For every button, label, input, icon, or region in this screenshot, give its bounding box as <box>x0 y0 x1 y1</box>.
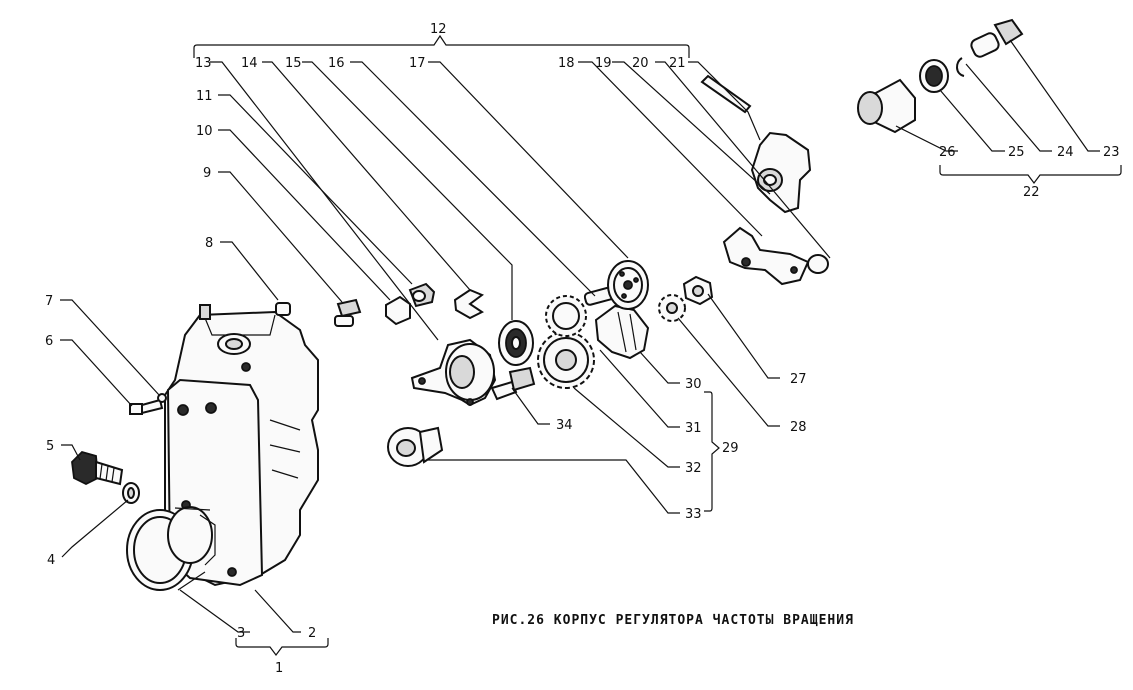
label-11: 11 <box>196 89 213 104</box>
label-5: 5 <box>46 439 54 454</box>
label-27: 27 <box>790 372 807 387</box>
star-washer <box>658 294 686 322</box>
label-20: 20 <box>632 56 649 71</box>
label-12: 12 <box>430 22 447 37</box>
flange-bearing <box>410 338 497 407</box>
label-14: 14 <box>241 56 258 71</box>
label-19: 19 <box>595 56 612 71</box>
label-34: 34 <box>556 418 573 433</box>
bearing-ring <box>126 506 216 591</box>
spring-clip <box>453 288 484 320</box>
small-gear <box>545 286 617 337</box>
large-gear <box>537 331 595 389</box>
label-8: 8 <box>205 236 213 251</box>
label-10: 10 <box>196 124 213 139</box>
label-22: 22 <box>1023 185 1040 200</box>
leader-lines <box>60 34 1122 656</box>
sleeve <box>857 78 916 134</box>
retaining-ring <box>956 57 965 77</box>
flyweight <box>594 304 650 360</box>
bolt-small <box>408 282 436 308</box>
label-30: 30 <box>685 377 702 392</box>
axis-pin <box>700 74 752 114</box>
label-13: 13 <box>195 56 212 71</box>
label-1: 1 <box>275 661 283 676</box>
label-9: 9 <box>203 166 211 181</box>
bushing <box>387 426 444 467</box>
pin <box>275 302 291 316</box>
label-17: 17 <box>409 56 426 71</box>
label-32: 32 <box>685 461 702 476</box>
lever-bracket <box>750 131 812 214</box>
label-31: 31 <box>685 421 702 436</box>
shaft-end <box>970 18 1024 58</box>
label-2: 2 <box>308 626 316 641</box>
pulley <box>607 260 649 310</box>
label-23: 23 <box>1103 145 1120 160</box>
bolt <box>71 450 124 486</box>
label-3: 3 <box>237 626 245 641</box>
part-labels: 1 2 3 4 5 6 7 8 9 10 11 12 13 14 15 16 1… <box>45 22 1120 676</box>
label-6: 6 <box>45 334 53 349</box>
label-15: 15 <box>285 56 302 71</box>
label-25: 25 <box>1008 145 1025 160</box>
label-28: 28 <box>790 420 807 435</box>
ball-bearing <box>498 320 534 366</box>
label-21: 21 <box>669 56 686 71</box>
screw <box>334 298 362 327</box>
roller-bearing <box>919 59 949 93</box>
label-16: 16 <box>328 56 345 71</box>
tab-washer <box>385 295 411 326</box>
figure-caption: РИС.26 КОРПУС РЕГУЛЯТОРА ЧАСТОТЫ ВРАЩЕНИ… <box>492 613 854 628</box>
cap-screw <box>490 366 536 401</box>
washer <box>122 482 140 504</box>
hex-nut <box>682 275 714 306</box>
lever <box>722 226 829 286</box>
label-26: 26 <box>939 145 956 160</box>
small-screw <box>129 398 164 415</box>
label-7: 7 <box>45 294 53 309</box>
label-33: 33 <box>685 507 702 522</box>
label-24: 24 <box>1057 145 1074 160</box>
label-29: 29 <box>722 441 739 456</box>
label-4: 4 <box>47 553 55 568</box>
label-18: 18 <box>558 56 575 71</box>
